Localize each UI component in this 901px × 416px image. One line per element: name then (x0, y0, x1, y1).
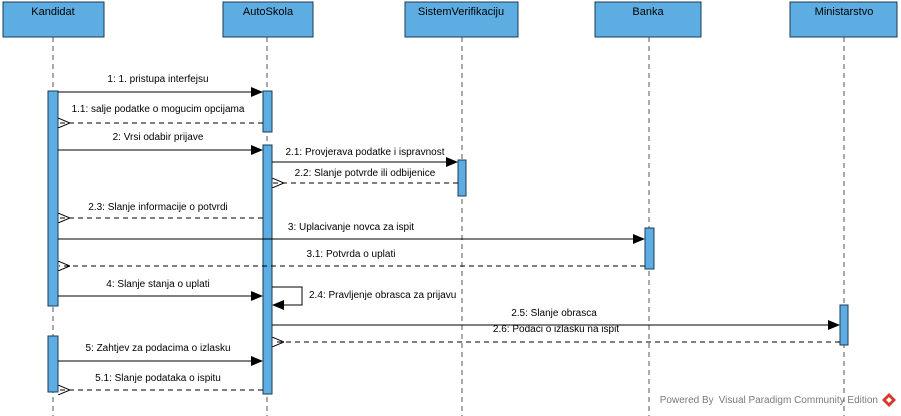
message-1-1[interactable]: 1.1: salje podatke o mogucim opcijama (59, 104, 263, 123)
watermark-text: Powered By Visual Paradigm Community Edi… (660, 395, 878, 406)
activation-kandidat-2 (47, 335, 59, 393)
lifeline-title-sistem: SistemVerifikaciju (418, 6, 504, 18)
message-1[interactable]: 1: 1. pristupa interfejsu (58, 74, 263, 97)
lifeline-sistem[interactable]: SistemVerifikaciju (404, 1, 519, 416)
lifeline-box-kandidat[interactable] (2, 1, 105, 38)
message-5[interactable]: 5: Zahtjev za podacima o izlasku (58, 343, 263, 366)
lifeline-kandidat[interactable]: Kandidat (2, 1, 105, 416)
visual-paradigm-logo-icon (882, 393, 896, 407)
message-label: 1: 1. pristupa interfejsu (107, 74, 208, 85)
message-label: 1.1: salje podatke o mogucim opcijama (72, 104, 245, 115)
message-label: 2.6: Podaci o izlasku na ispit (493, 324, 619, 335)
lifeline-title-ministarstvo: Ministarstvo (815, 6, 874, 18)
activation-autoskola-2 (262, 144, 273, 395)
lifeline-title-kandidat: Kandidat (31, 6, 74, 18)
activation-kandidat-1 (47, 90, 59, 307)
lifeline-autoskola[interactable]: AutoSkola (222, 1, 314, 416)
message-5-1[interactable]: 5.1: Slanje podataka o ispitu (59, 373, 263, 390)
message-2-1[interactable]: 2.1: Provjerava podatke i ispravnost (272, 147, 458, 167)
message-label: 5: Zahtjev za podacima o izlasku (85, 343, 230, 354)
activation-banka (644, 227, 655, 270)
message-3[interactable]: 3: Uplacivanje novca za ispit (58, 222, 645, 244)
message-label: 2.2: Slanje potvrde ili odbijenice (295, 168, 436, 179)
message-2-2[interactable]: 2.2: Slanje potvrde ili odbijenice (273, 168, 458, 183)
activation-sistem (457, 159, 467, 197)
message-label: 3.1: Potvrda o uplati (307, 249, 396, 260)
lifeline-title-autoskola: AutoSkola (243, 6, 294, 18)
lifeline-ministarstvo[interactable]: Ministarstvo (789, 1, 898, 416)
activation-ministarstvo (839, 304, 849, 346)
message-label: 4: Slanje stanja o uplati (106, 279, 209, 290)
lifeline-box-autoskola[interactable] (222, 1, 314, 38)
message-label: 2.1: Provjerava podatke i ispravnost (286, 147, 445, 158)
lifeline-box-sistem[interactable] (404, 1, 519, 38)
lifeline-banka[interactable]: Banka (594, 1, 702, 416)
message-4[interactable]: 4: Slanje stanja o uplati (58, 279, 263, 301)
message-2-4-self[interactable]: 2.4: Pravljenje obrasca za prijavu (272, 286, 456, 310)
lifeline-box-banka[interactable] (594, 1, 702, 38)
message-2[interactable]: 2: Vrsi odabir prijave (58, 132, 263, 155)
activation-autoskola-1 (262, 90, 273, 133)
message-label: 5.1: Slanje podataka o ispitu (95, 373, 221, 384)
message-label: 2.5: Slanje obrasca (511, 308, 597, 319)
message-3-1[interactable]: 3.1: Potvrda o uplati (59, 249, 645, 266)
message-2-3[interactable]: 2.3: Slanje informacije o potvrdi (59, 202, 263, 218)
lifeline-title-banka: Banka (632, 6, 664, 18)
message-label: 3: Uplacivanje novca za ispit (288, 222, 414, 233)
message-2-6[interactable]: 2.6: Podaci o izlasku na ispit (273, 324, 840, 342)
message-2-5[interactable]: 2.5: Slanje obrasca (272, 308, 840, 330)
message-arrow (272, 286, 303, 310)
message-label: 2: Vrsi odabir prijave (113, 132, 204, 143)
message-label: 2.4: Pravljenje obrasca za prijavu (309, 290, 456, 301)
message-label: 2.3: Slanje informacije o potvrdi (88, 202, 228, 213)
lifeline-box-ministarstvo[interactable] (789, 1, 898, 38)
